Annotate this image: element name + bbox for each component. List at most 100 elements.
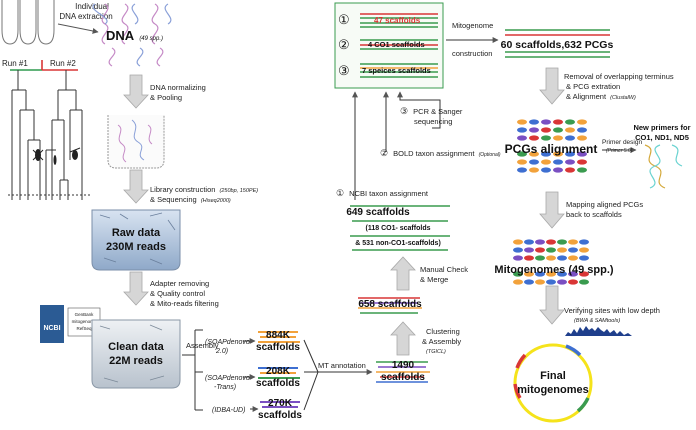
- new-primers-1: New primers for: [633, 123, 690, 132]
- gene-block: [568, 255, 578, 261]
- gene-block: [565, 167, 575, 173]
- gene-block: [557, 255, 567, 261]
- svg-text:-Trans): -Trans): [214, 384, 236, 391]
- gene-block: [565, 119, 575, 125]
- gene-block: [553, 127, 563, 133]
- removal-2: & PCG extration: [566, 82, 620, 91]
- merge-lines: [303, 339, 372, 411]
- svg-text:& 531 non-CO1-scaffolds): & 531 non-CO1-scaffolds): [355, 240, 441, 247]
- dna-species-count: (49 spp.): [139, 36, 163, 42]
- gene-block: [568, 279, 578, 285]
- gene-block: [535, 239, 545, 245]
- gene-block: [524, 279, 534, 285]
- clean-data-box: Clean data 22M reads: [91, 319, 181, 389]
- scaffolds-649: 649 scaffolds (118 CO1- scaffolds & 531 …: [346, 205, 450, 251]
- primer-helix: [644, 144, 683, 189]
- dna-helices: [92, 3, 172, 67]
- gene-block: [546, 247, 556, 253]
- box-num-3: ③: [338, 63, 350, 78]
- count-884k: 884K: [266, 330, 291, 341]
- svg-text:1490: 1490: [392, 360, 415, 371]
- gene-block: [513, 255, 523, 261]
- box-num-1: ①: [338, 12, 350, 27]
- pcg-alignment-title: PCGs alignment: [505, 142, 598, 156]
- gene-block: [529, 167, 539, 173]
- mt-annotation: MT annotation: [318, 361, 366, 370]
- gene-block: [541, 119, 551, 125]
- gene-block: [565, 127, 575, 133]
- manual-check-2: & Merge: [420, 275, 448, 284]
- gene-block: [541, 135, 551, 141]
- gene-block: [517, 159, 527, 165]
- gene-block: [513, 239, 523, 245]
- scaffolds-1490: 1490 scaffolds: [376, 360, 430, 383]
- mitogenomes-title: Mitogenomes (49 spp.): [494, 264, 614, 276]
- pcg-alignment-blocks: [517, 119, 587, 173]
- raw-data-title: Raw data: [112, 227, 161, 239]
- extraction-label-1: Individual: [75, 2, 109, 11]
- ncbi-db-1: GenBank: [75, 312, 95, 317]
- mapping-2: back to scaffolds: [566, 210, 622, 219]
- normalizing-1: DNA normalizing: [150, 83, 206, 92]
- gene-block: [557, 247, 567, 253]
- svg-text:NCBI: NCBI: [43, 325, 60, 332]
- gene-block: [546, 271, 556, 277]
- clean-data-reads: 22M reads: [109, 355, 163, 367]
- gene-block: [553, 167, 563, 173]
- gene-block: [557, 271, 567, 277]
- gene-block: [513, 271, 523, 277]
- new-primers-2: CO1, ND1, ND5: [635, 133, 689, 142]
- adapter-1: Adapter removing: [150, 279, 209, 288]
- assembler-idba: (IDBA-UD) 270K scaffolds: [212, 398, 302, 421]
- gene-block: [535, 279, 545, 285]
- step3-label: ③ PCR & Sanger: [400, 106, 463, 116]
- mito-construction-1: Mitogenome: [452, 21, 493, 30]
- gene-block: [579, 255, 589, 261]
- clean-data-title: Clean data: [108, 341, 165, 353]
- raw-data-reads: 230M reads: [106, 241, 166, 253]
- final-2: mitogenomes: [517, 384, 589, 396]
- dna-label: DNA (49 spp.): [106, 28, 163, 43]
- gene-block: [513, 247, 523, 253]
- sample-tubes: [1, 0, 55, 45]
- box-num-2: ②: [338, 37, 350, 52]
- gene-block: [577, 119, 587, 125]
- gene-block: [579, 239, 589, 245]
- gene-block: [535, 255, 545, 261]
- mito-construction-2: construction: [452, 49, 492, 58]
- scaffolds-658: 658 scaffolds: [358, 297, 422, 314]
- final-mitogenome-circle: Final mitogenomes: [513, 343, 593, 423]
- gene-block: [557, 279, 567, 285]
- assembly-label: Assembly: [186, 341, 219, 350]
- gene-block: [577, 135, 587, 141]
- assembly-branch: [182, 329, 203, 411]
- gene-block: [541, 127, 551, 133]
- svg-text:(SOAPdenovo: (SOAPdenovo: [205, 375, 250, 382]
- gene-block: [524, 239, 534, 245]
- gene-block: [517, 127, 527, 133]
- scaffolds-60: 60 scaffolds,632 PCGs: [501, 29, 613, 58]
- svg-text:(IDBA-UD): (IDBA-UD): [212, 407, 245, 414]
- gene-block: [568, 271, 578, 277]
- gene-block: [524, 271, 534, 277]
- primer-design: Primer design: [602, 139, 642, 146]
- gene-block: [541, 167, 551, 173]
- gene-block: [541, 151, 551, 157]
- gene-block: [577, 159, 587, 165]
- gene-block: [541, 159, 551, 165]
- tgicl-note: (TGICL): [426, 349, 446, 355]
- clustering-2: & Assembly: [422, 337, 461, 346]
- svg-text:2.0): 2.0): [215, 348, 228, 355]
- gene-block: [517, 151, 527, 157]
- final-1: Final: [540, 370, 566, 382]
- gene-block: [565, 135, 575, 141]
- bwa-note: (BWA & SAMtools): [574, 318, 620, 324]
- left-flow-arrows: [123, 74, 149, 306]
- gene-block: [517, 135, 527, 141]
- step1-label: ① NCBI taxon assignment: [336, 188, 429, 198]
- gene-block: [546, 255, 556, 261]
- gene-block: [529, 119, 539, 125]
- run2-label: Run #2: [50, 59, 76, 68]
- gene-block: [529, 127, 539, 133]
